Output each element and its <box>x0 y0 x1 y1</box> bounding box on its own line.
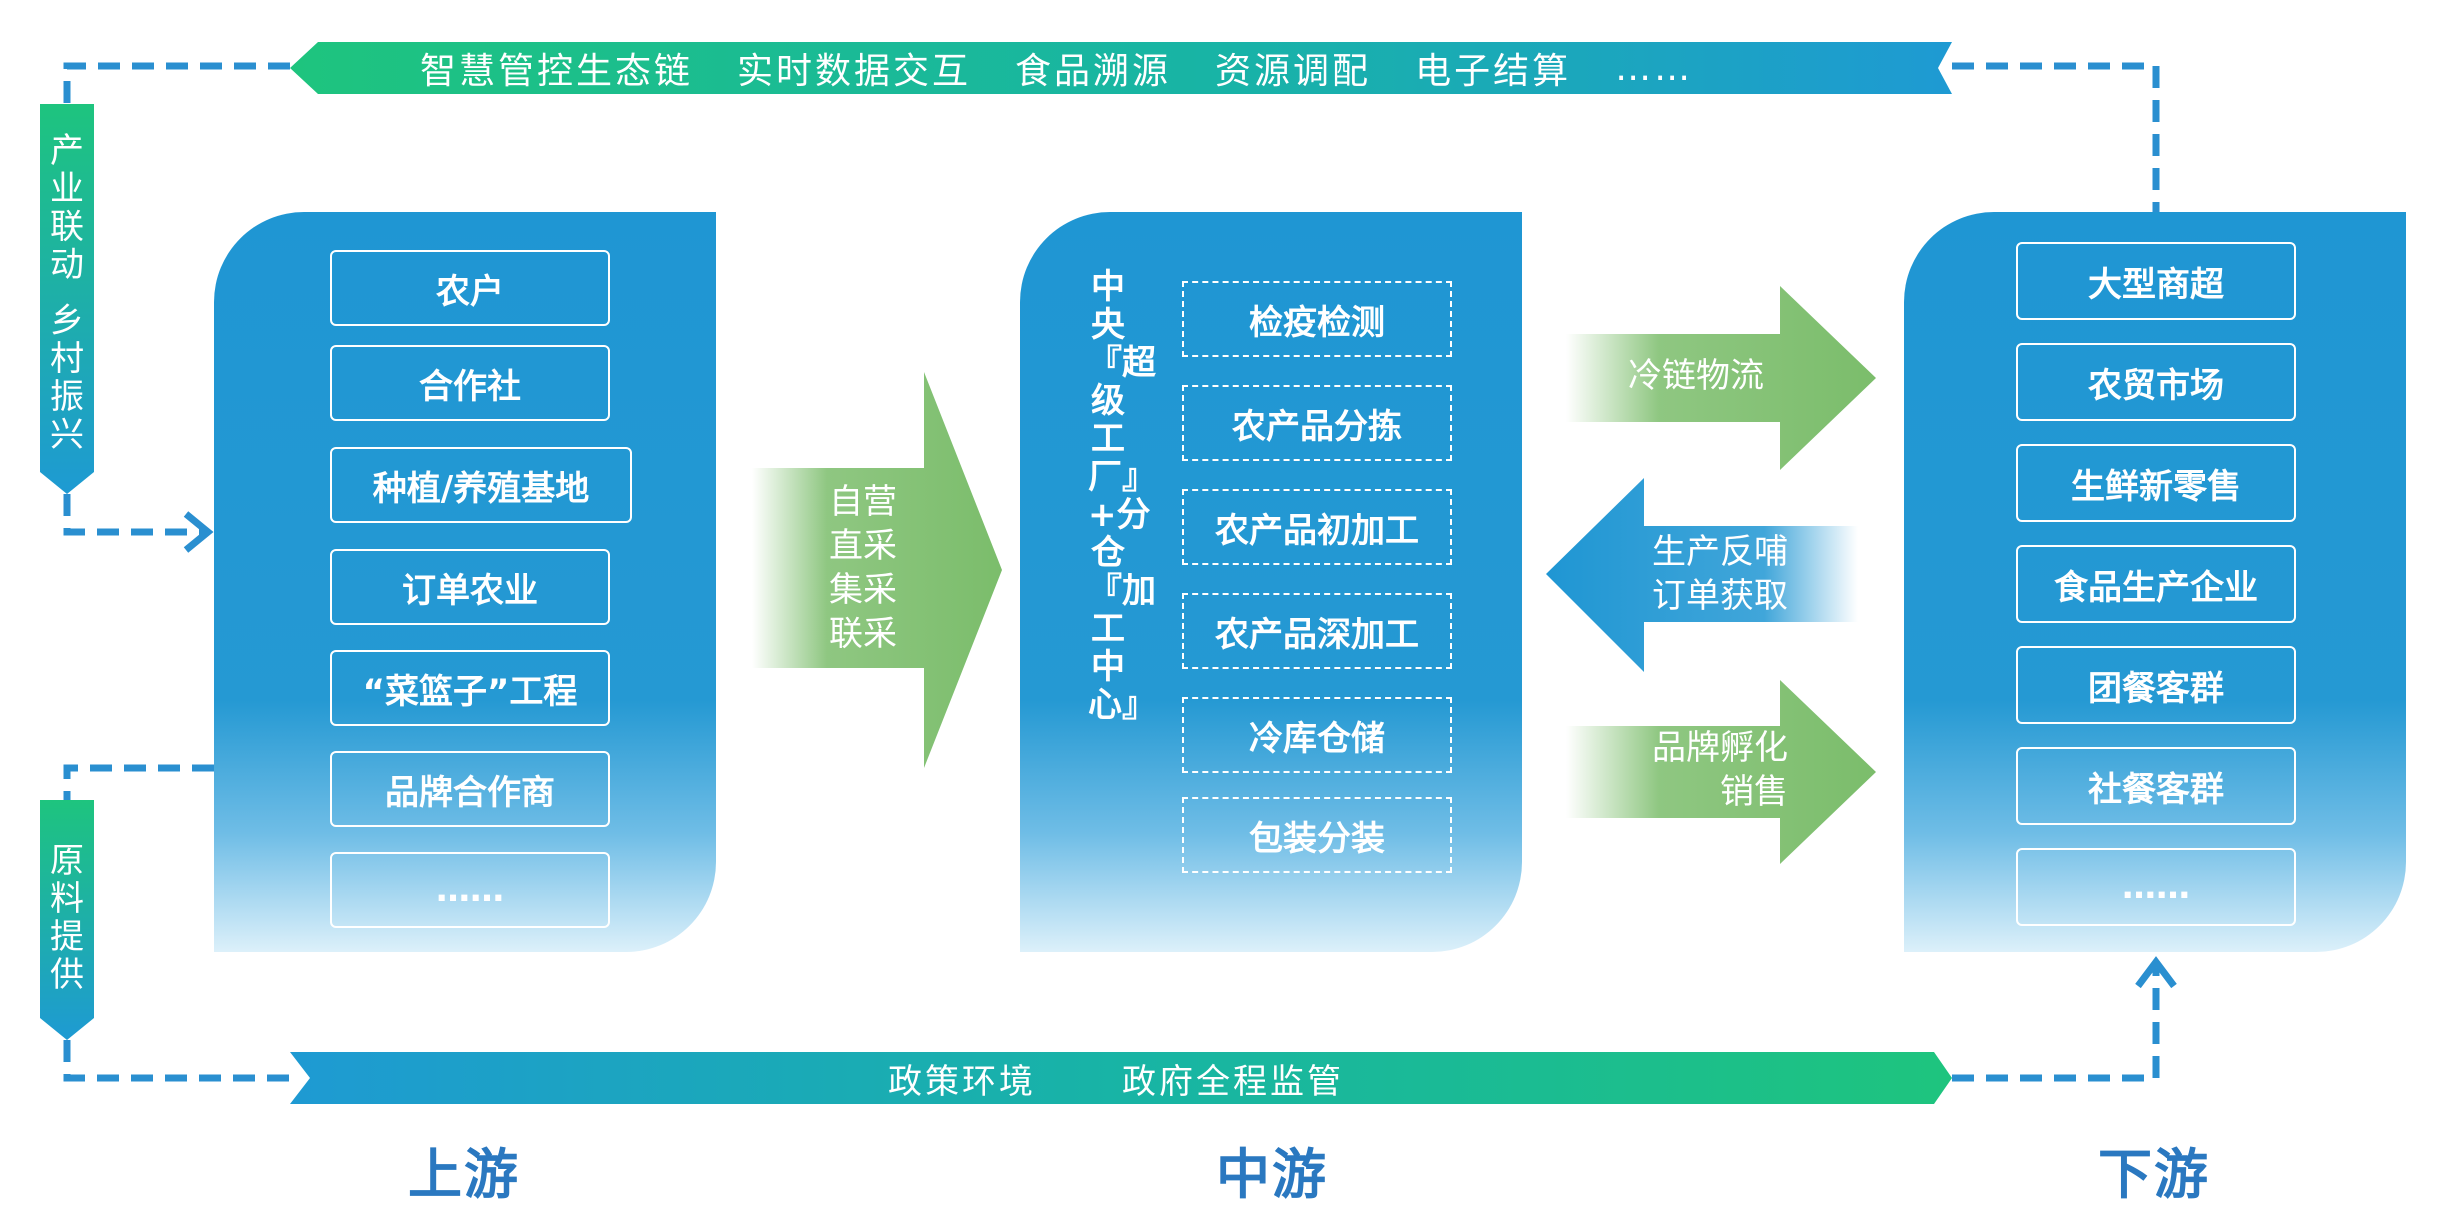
midstream-step: 农产品深加工 <box>1182 593 1452 669</box>
downstream-item: 食品生产企业 <box>2016 545 2296 623</box>
upstream-item: 合作社 <box>330 345 610 421</box>
upstream-item: …… <box>330 852 610 928</box>
upstream-item: 订单农业 <box>330 549 610 625</box>
arrowhead-upstream <box>183 511 214 553</box>
arrowhead-downstream <box>2135 956 2177 989</box>
dash-industry-to-upstream <box>63 494 204 536</box>
side-label-village: 乡村振兴 <box>50 301 84 455</box>
bottom-banner <box>290 1052 1952 1104</box>
dash-top-right <box>1952 62 2160 212</box>
downstream-item: 团餐客群 <box>2016 646 2296 724</box>
midstream-vertical-title: 中央『超级工厂』+分仓『加工中心』 <box>1088 267 1156 725</box>
midstream-step: 农产品分拣 <box>1182 385 1452 461</box>
upstream-item: “菜篮子”工程 <box>330 650 610 726</box>
stage-title-upstream: 上游 <box>408 1143 520 1206</box>
top-banner-item: 电子结算 <box>1415 51 1572 92</box>
bottom-banner-item: 政策环境 <box>888 1061 1036 1102</box>
midstream-step: 农产品初加工 <box>1182 489 1452 565</box>
top-banner-item: …… <box>1615 47 1694 89</box>
downstream-item: 大型商超 <box>2016 242 2296 320</box>
upstream-item: 种植/养殖基地 <box>330 447 632 523</box>
midstream-step: 包装分装 <box>1182 797 1452 873</box>
downstream-item: 农贸市场 <box>2016 343 2296 421</box>
stage-title-midstream: 中游 <box>1216 1143 1328 1206</box>
top-banner-item: 食品溯源 <box>1015 51 1172 92</box>
upstream-item: 农户 <box>330 250 610 326</box>
brand-label: 品牌孵化 销售 <box>1652 728 1788 812</box>
top-banner-item: 智慧管控生态链 <box>420 51 694 92</box>
cold-chain-label: 冷链物流 <box>1628 356 1764 396</box>
upstream-panel <box>214 212 716 952</box>
procurement-arrow <box>752 372 1002 768</box>
cold-chain-arrow <box>1566 286 1876 470</box>
top-banner-items: 智慧管控生态链 实时数据交互 食品溯源 资源调配 电子结算 …… <box>420 42 1693 94</box>
top-banner <box>290 42 1952 94</box>
side-label-raw: 原料提供 <box>50 841 84 995</box>
upstream-item: 品牌合作商 <box>330 751 610 827</box>
side-label-industry: 产业联动 <box>50 131 84 285</box>
midstream-panel <box>1020 212 1522 952</box>
dash-top-left <box>63 62 290 104</box>
dash-bottom-to-downstream <box>1952 968 2160 1082</box>
top-banner-item: 实时数据交互 <box>737 51 972 92</box>
feedback-label: 生产反哺 订单获取 <box>1652 532 1788 616</box>
dashed-connectors <box>63 62 2160 1082</box>
bottom-banner-item: 政府全程监管 <box>1122 1061 1344 1102</box>
dash-raw-to-bottom <box>63 1040 290 1082</box>
side-banner-industry <box>40 104 94 494</box>
downstream-item: …… <box>2016 848 2296 926</box>
feedback-arrow <box>1546 478 1858 672</box>
downstream-item: 生鲜新零售 <box>2016 444 2296 522</box>
stage-title-downstream: 下游 <box>2098 1143 2210 1206</box>
brand-arrow <box>1566 680 1876 864</box>
midstream-step: 冷库仓储 <box>1182 697 1452 773</box>
bottom-banner-items: 政策环境 政府全程监管 <box>888 1052 1344 1104</box>
downstream-item: 社餐客群 <box>2016 747 2296 825</box>
downstream-panel <box>1904 212 2406 952</box>
top-banner-item: 资源调配 <box>1215 51 1372 92</box>
dash-upstream-to-raw <box>63 764 214 800</box>
side-banner-raw <box>40 800 94 1040</box>
procurement-arrow-label: 自营 直采 集采 联采 <box>829 482 897 654</box>
midstream-step: 检疫检测 <box>1182 281 1452 357</box>
